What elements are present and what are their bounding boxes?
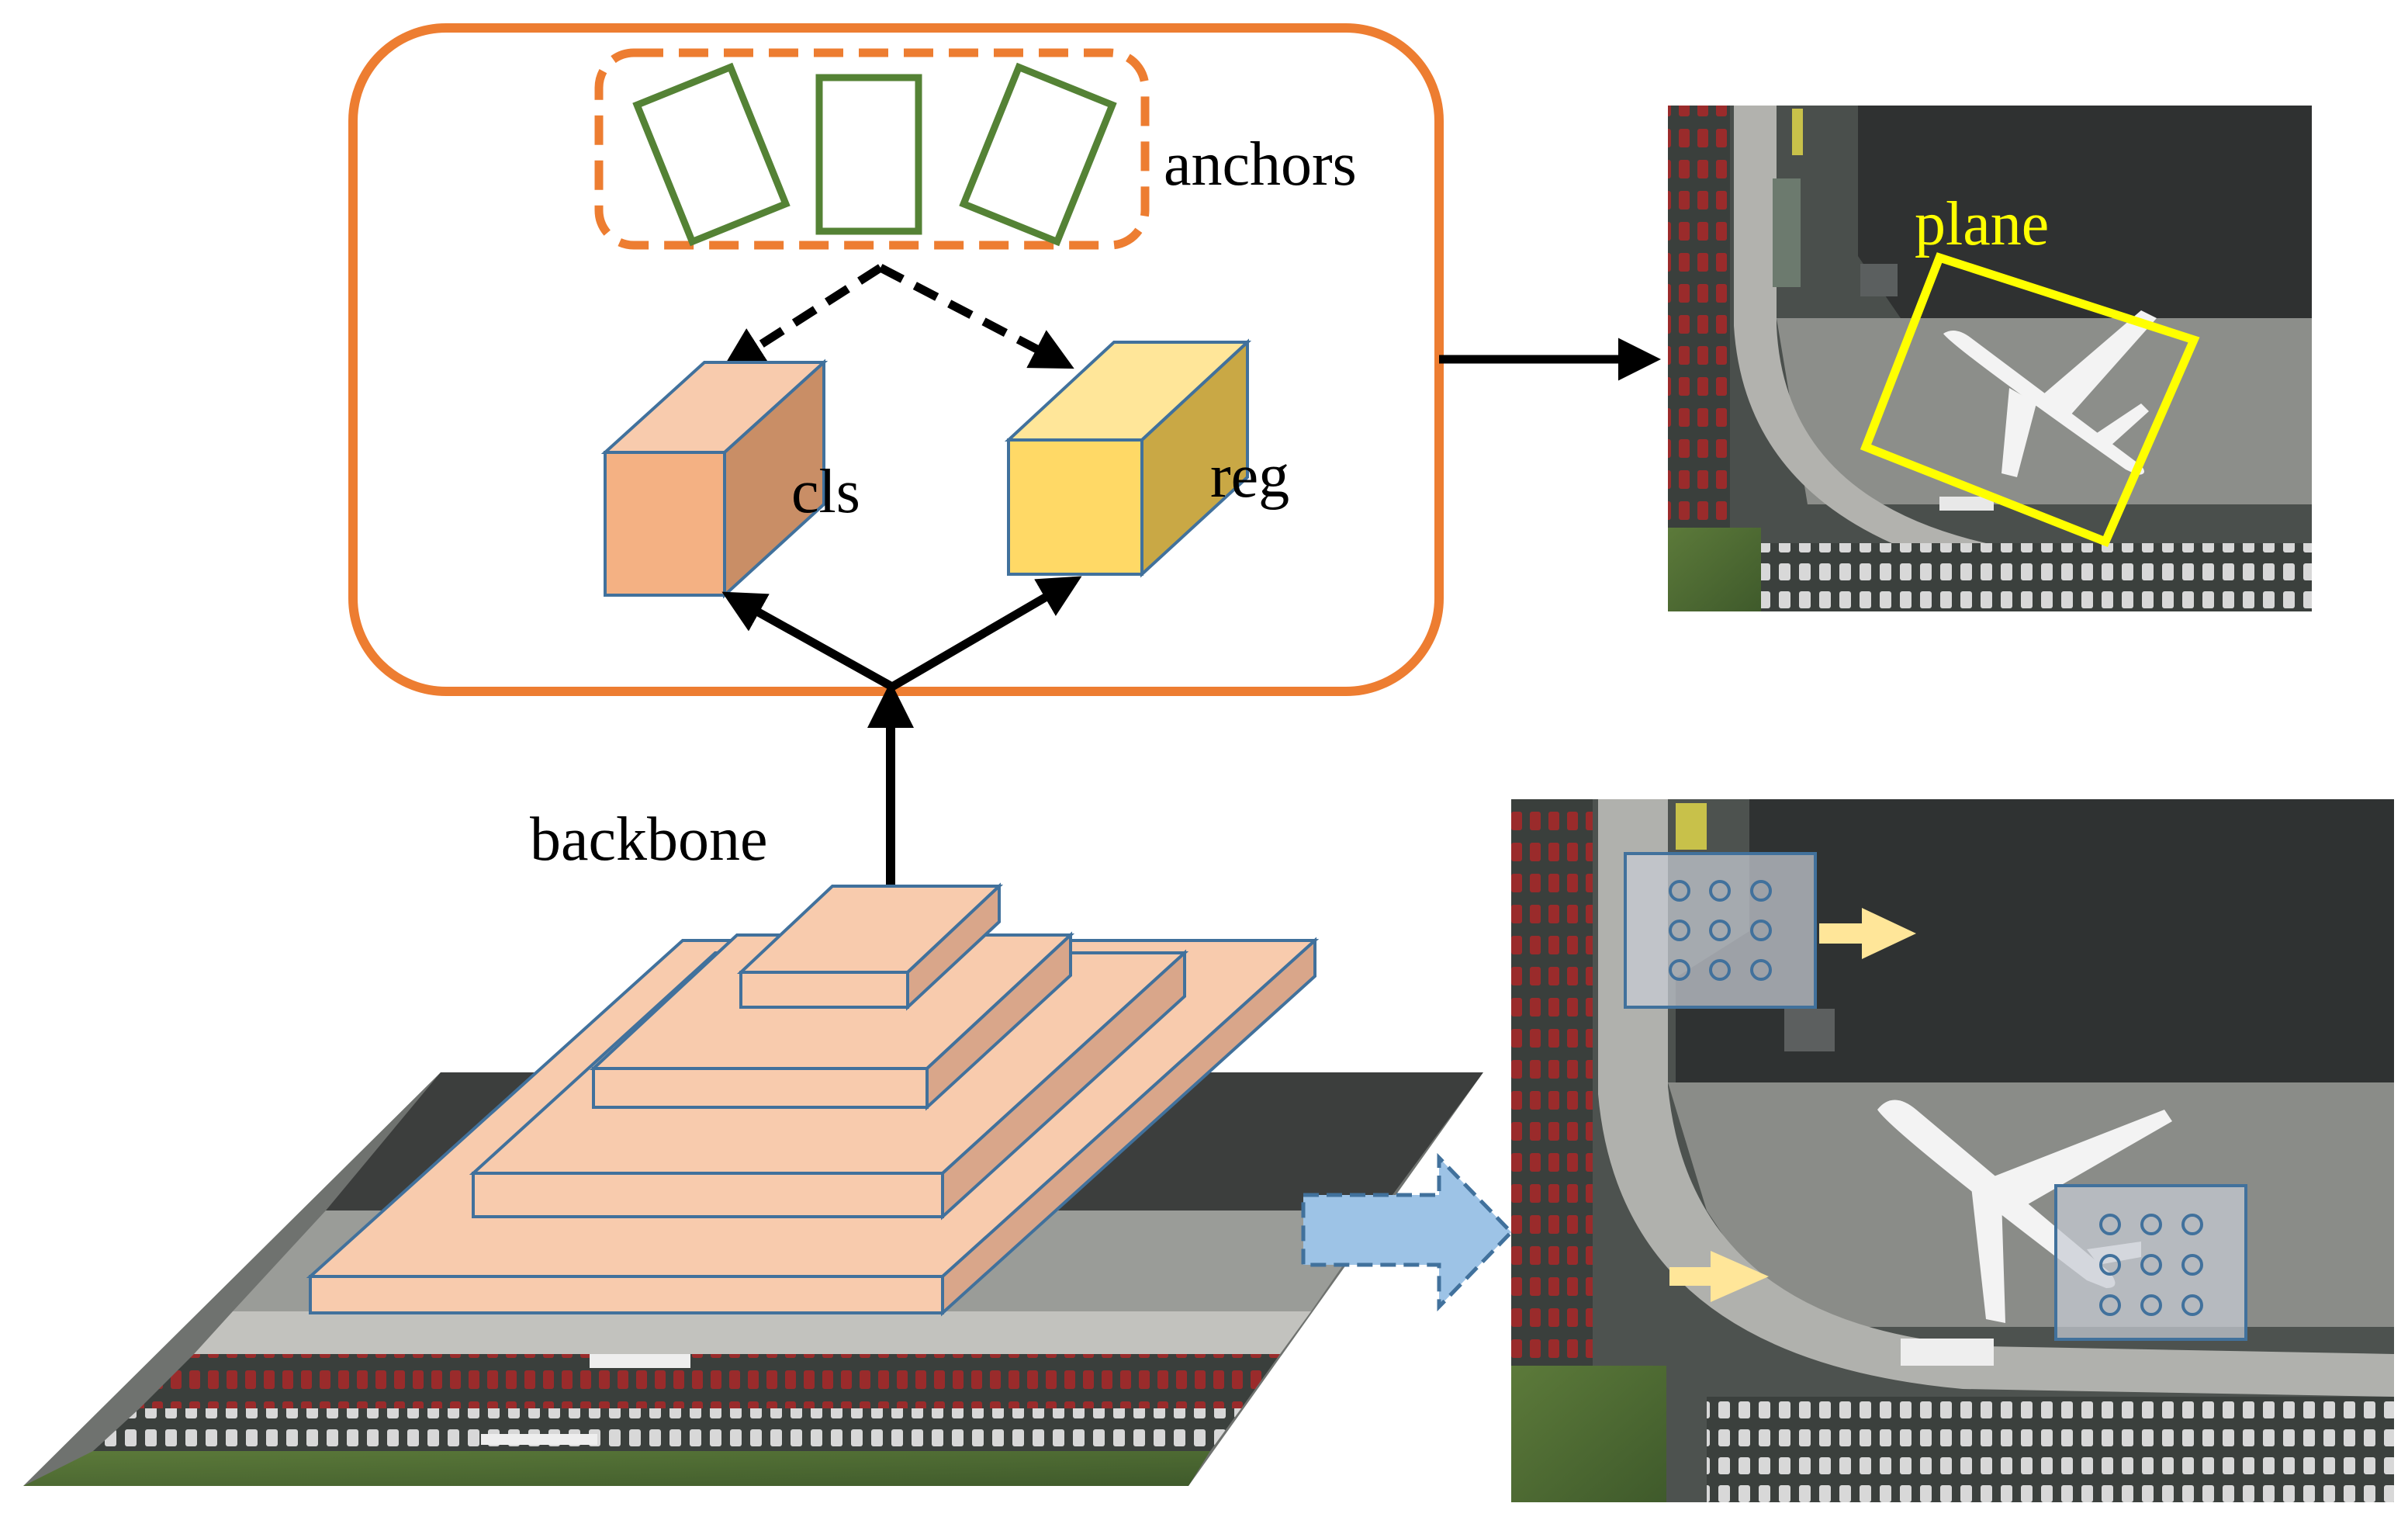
rotated-anchor-left-icon — [632, 62, 791, 247]
sampling-arrow-bottom-icon — [1669, 1251, 1769, 1302]
backbone-label: backbone — [530, 805, 768, 874]
sampling-grid-top — [1624, 852, 1817, 1009]
sampling-arrow-top-icon — [1819, 908, 1916, 959]
head-module-box — [348, 23, 1444, 696]
split-to-reg-arrow — [890, 576, 1082, 691]
split-to-cls-arrow — [721, 591, 894, 691]
anchors-group-box — [594, 48, 1150, 250]
anchor-to-reg-arrow — [878, 264, 1074, 369]
block-arrow-right-icon — [1301, 1152, 1514, 1312]
rotated-anchor-right-icon — [959, 62, 1117, 247]
plane-bounding-box — [1860, 252, 2200, 548]
plane-label: plane — [1915, 190, 2049, 258]
upright-anchor-icon — [815, 74, 922, 235]
reg-branch-block — [1004, 338, 1252, 578]
reg-label: reg — [1210, 442, 1289, 511]
feature-pyramid-level-1 — [736, 882, 1004, 1011]
cls-label: cls — [791, 458, 860, 526]
sampling-grid-bottom — [2054, 1184, 2247, 1341]
detection-result-image — [1668, 106, 2312, 611]
anchor-to-cls-arrow — [721, 264, 883, 369]
cls-branch-block — [600, 358, 829, 599]
anchors-label: anchors — [1164, 130, 1357, 199]
